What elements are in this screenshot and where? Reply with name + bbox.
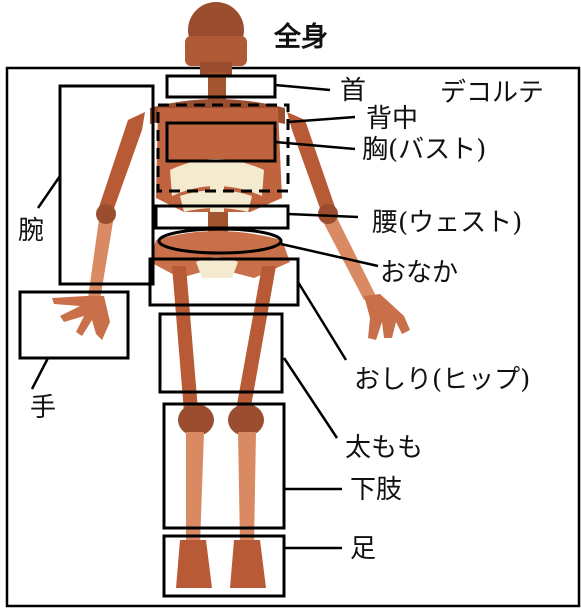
neck-leader [275, 85, 330, 90]
outer-frame [7, 68, 579, 606]
label-arm: 腕 [18, 218, 44, 244]
left-femur [172, 266, 198, 412]
right-femur [236, 266, 276, 412]
right-foot [230, 540, 266, 588]
arm-leader [38, 176, 60, 208]
diagram-title: 全身 [274, 24, 328, 51]
left-hand-bones [52, 296, 110, 340]
label-hand: 手 [30, 395, 56, 421]
label-hip: おしり(ヒップ) [354, 367, 530, 393]
left-upper-arm [98, 112, 145, 214]
label-belly: おなか [380, 260, 458, 286]
label-decollete: デコルテ [440, 80, 544, 106]
belly-leader [281, 244, 378, 266]
hip-leader [298, 282, 346, 360]
label-back: 背中 [366, 106, 418, 132]
hand-leader [32, 358, 48, 389]
right-upper-arm [287, 112, 336, 214]
label-chest: 胸(バスト) [362, 137, 486, 163]
waist-leader [288, 214, 358, 217]
label-neck: 首 [340, 78, 366, 104]
right-hand-bones [364, 294, 410, 340]
thigh-leader [284, 358, 337, 438]
label-lower-leg: 下肢 [350, 477, 402, 503]
left-foot [176, 540, 212, 588]
label-thigh: 太もも [345, 435, 423, 461]
label-foot: 足 [350, 536, 376, 562]
label-waist: 腰(ウェスト) [372, 210, 522, 236]
